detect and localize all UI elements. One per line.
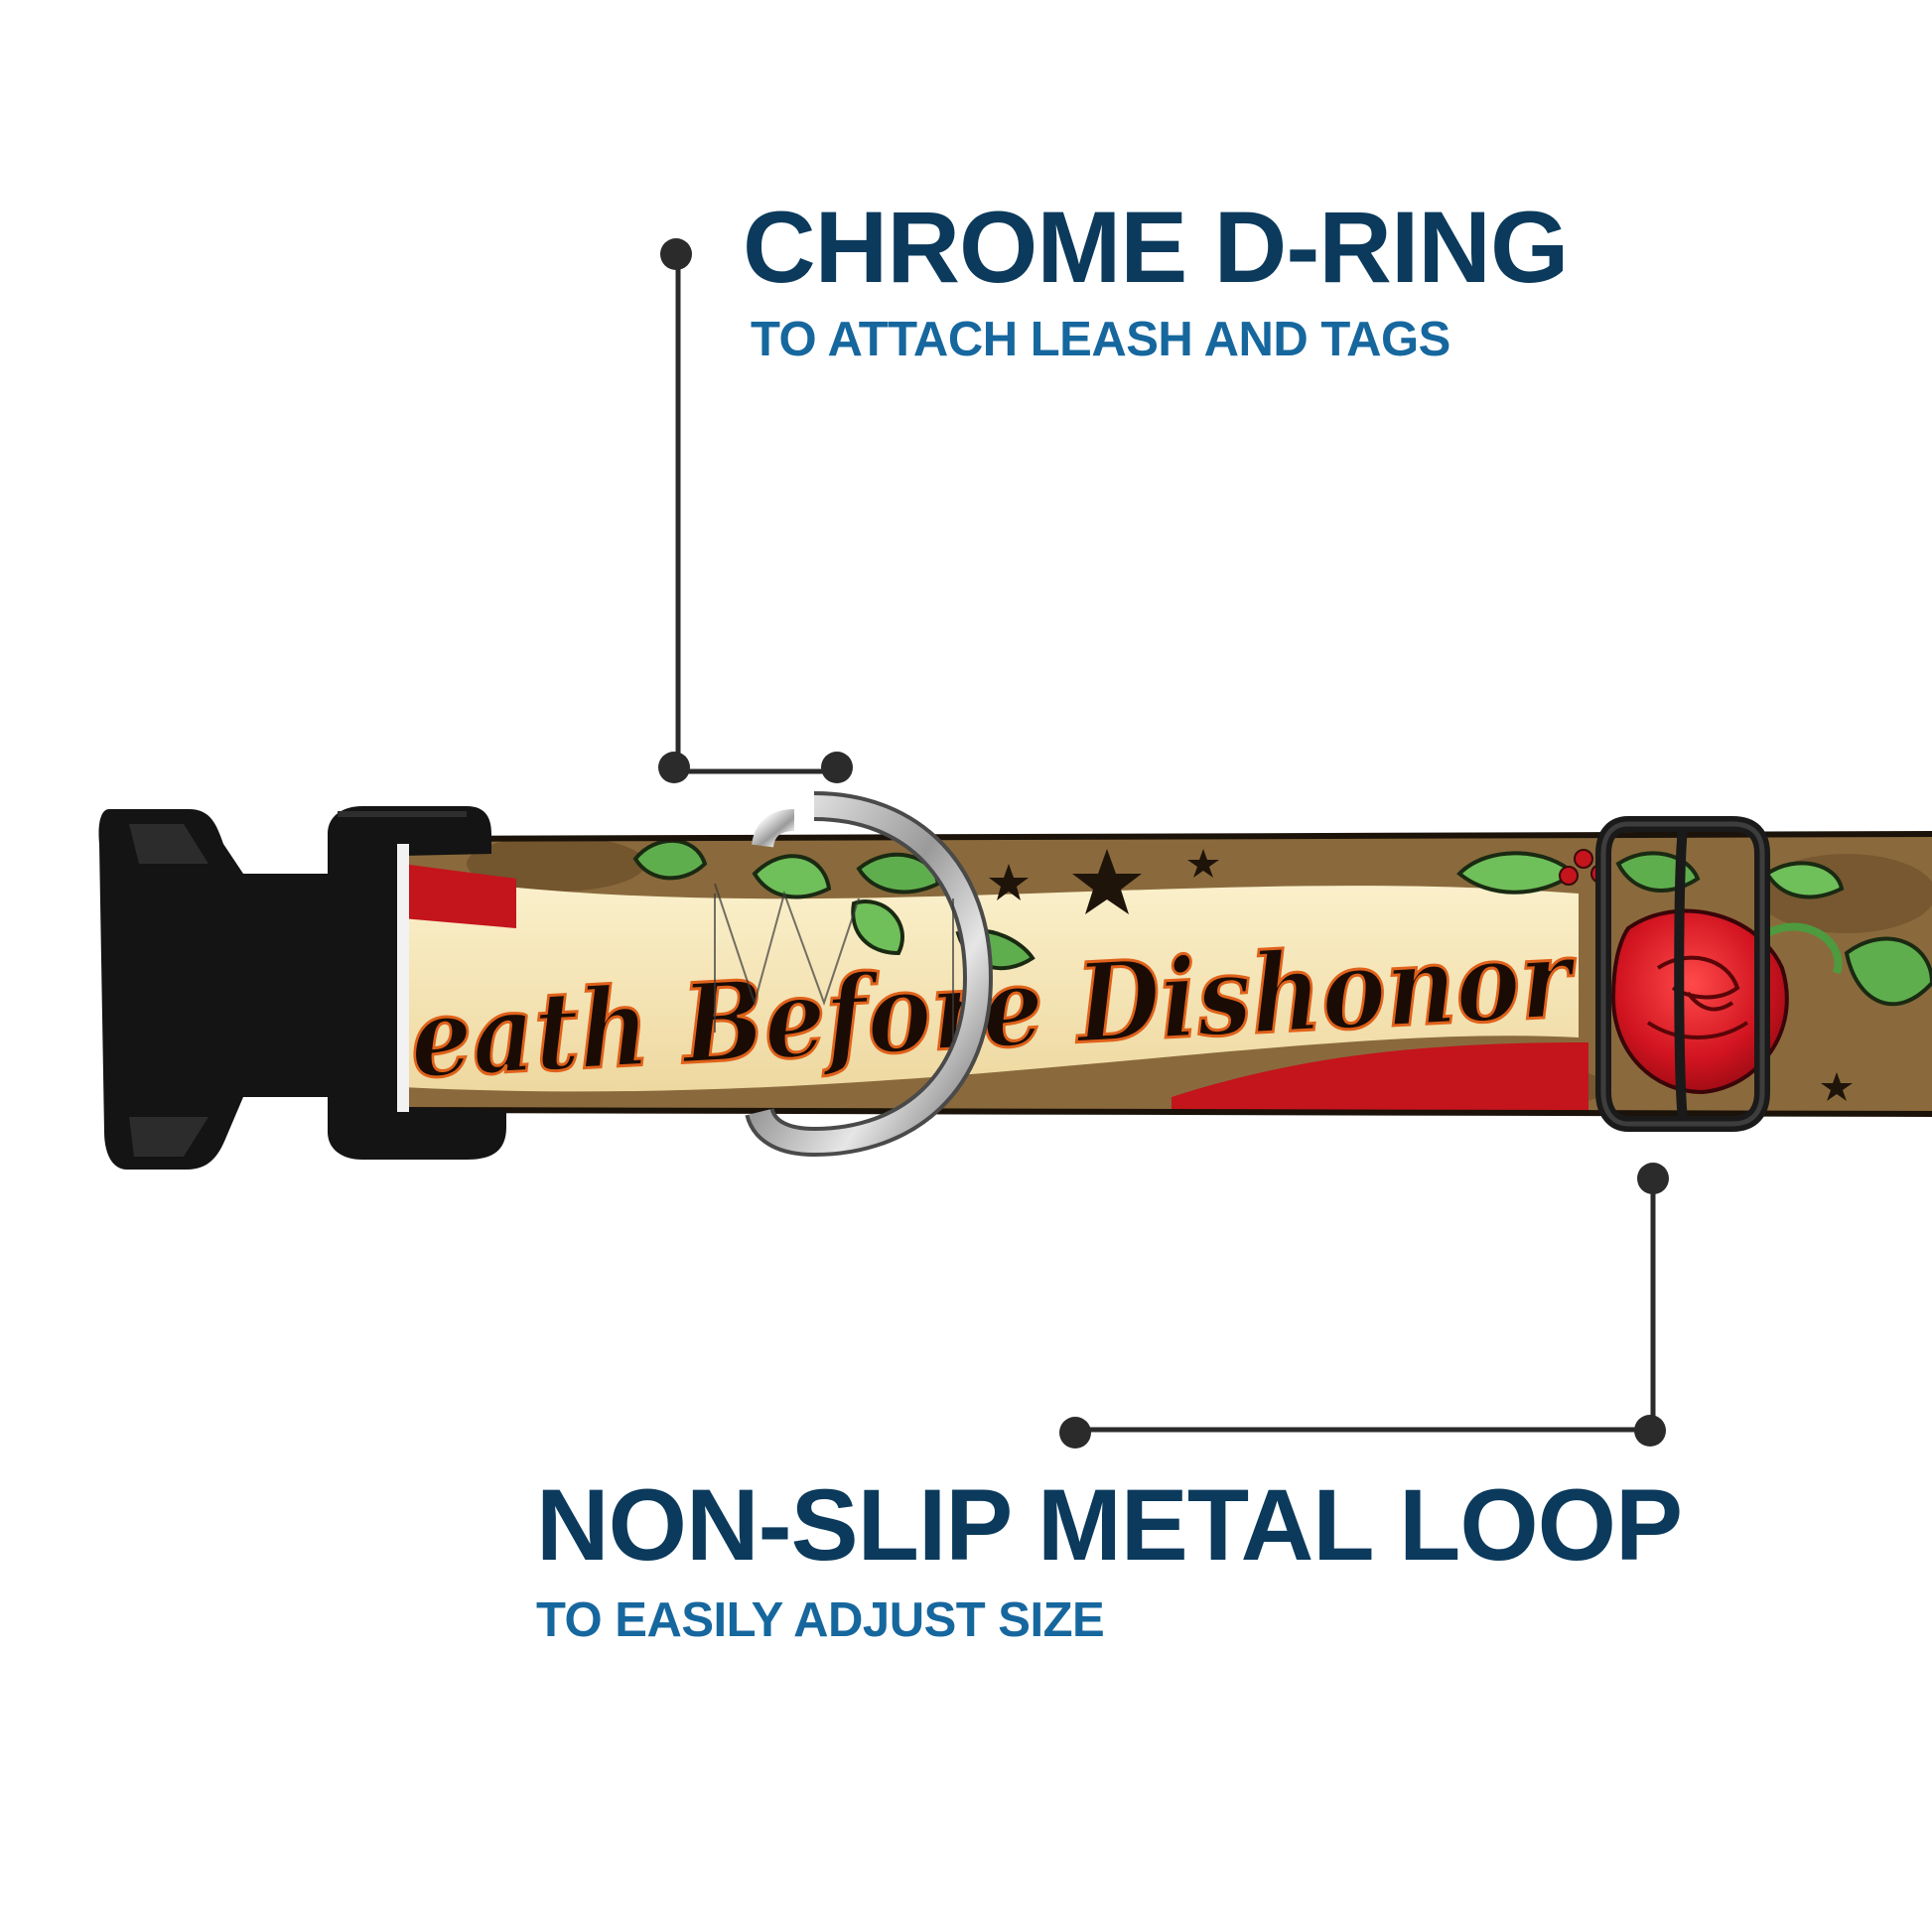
leader-dot [1059,1417,1091,1449]
leader-dot [660,238,692,270]
leader-dot [1634,1415,1666,1447]
d-ring-callout-subtitle: TO ATTACH LEASH AND TAGS [751,313,1450,366]
leader-dot [658,752,690,783]
slider-loop-icon [1595,816,1770,1132]
d-ring-leader-line [675,254,837,774]
loop-callout-subtitle: TO EASILY ADJUST SIZE [536,1593,1105,1647]
leader-dot [1637,1163,1669,1194]
leaf-cluster [1456,851,1932,1007]
loop-leader-line [1075,1179,1656,1433]
side-release-buckle-icon [98,806,507,1170]
d-ring-icon [714,791,994,1158]
d-ring-callout-title: CHROME D-RING [743,191,1569,304]
loop-callout-title: NON-SLIP METAL LOOP [536,1468,1683,1582]
leader-dot [821,752,853,783]
collar-strap: eath Before Dishonor [401,831,1932,1117]
